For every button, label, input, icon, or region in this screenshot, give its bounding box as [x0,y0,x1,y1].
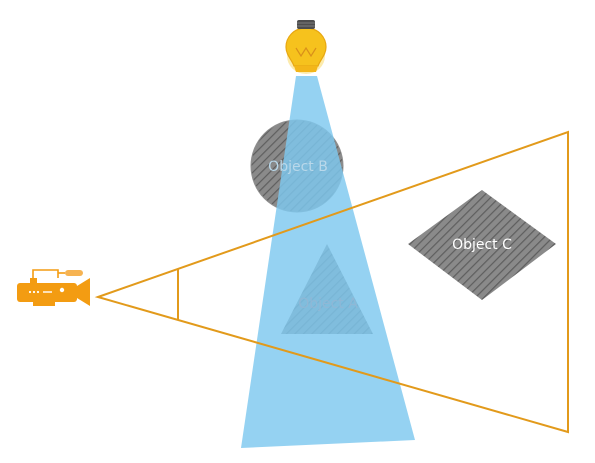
camera-frustum [94,130,569,434]
video-camera-icon [17,269,90,306]
object-b-label: Object B [268,159,328,175]
light-beam [241,76,415,448]
light-bulb-icon [285,20,327,74]
object-c-label: Object C [452,237,512,253]
object-a-label: Object A [298,296,358,312]
object-c-diamond [408,190,556,300]
